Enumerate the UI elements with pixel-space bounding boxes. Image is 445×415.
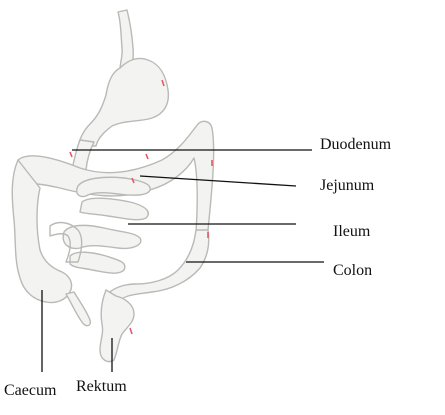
highlight-mark: [70, 152, 72, 157]
rectum: [100, 290, 134, 362]
highlight-mark: [146, 154, 148, 159]
stomach: [78, 58, 168, 146]
small-intestine-loop-3: [63, 225, 141, 248]
small-intestine-loop-4: [70, 252, 125, 273]
rektum-label: Rektum: [76, 379, 127, 395]
highlight-mark: [130, 328, 132, 334]
colon-label: Colon: [333, 263, 372, 279]
jejunum-label: Jejunum: [320, 178, 374, 194]
duodenum-label: Duodenum: [320, 137, 391, 153]
appendix: [66, 292, 90, 326]
small-intestine-loop-2: [80, 198, 148, 219]
caecum-label: Caecum: [4, 383, 56, 399]
ileum-label: Ileum: [333, 224, 370, 240]
